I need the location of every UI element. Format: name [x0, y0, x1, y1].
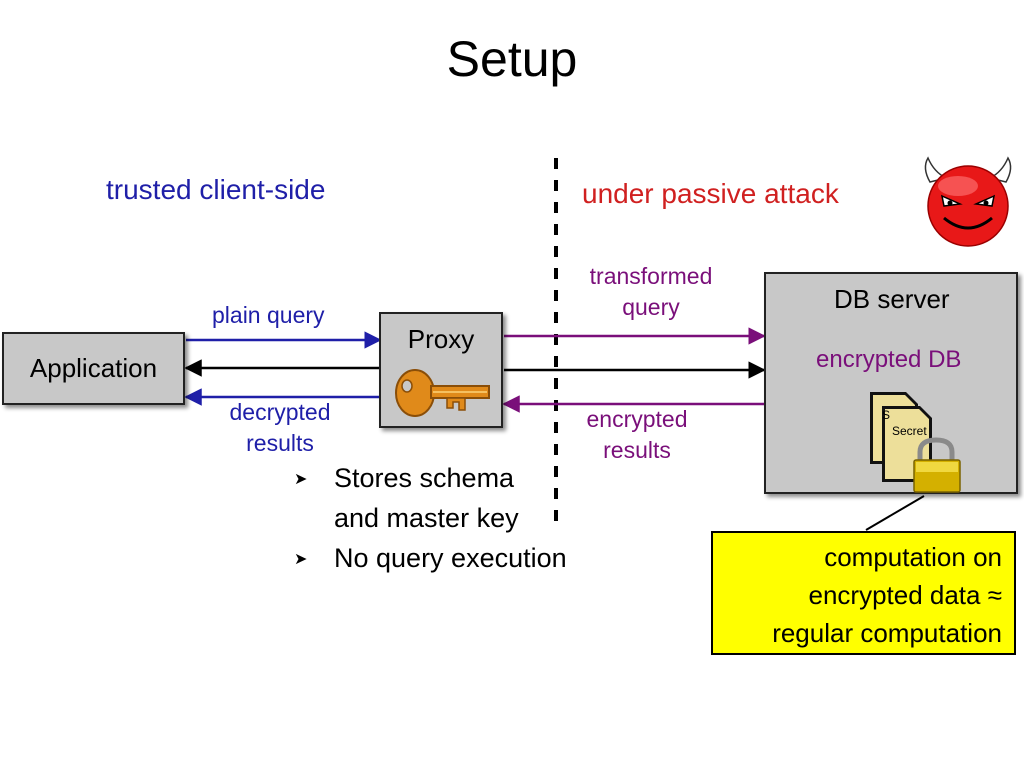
decrypted-results-line-2: results [246, 430, 314, 456]
callout-pointer-line [865, 495, 925, 531]
encrypted-results-line-2: results [603, 437, 671, 463]
callout-line-1: computation on [824, 542, 1002, 572]
devil-face-icon [924, 156, 1012, 247]
bullet-1-line-1: Stores schema [334, 463, 515, 493]
arrowhead-bullet-icon: ➤ [294, 551, 308, 568]
secret-back-label: S [882, 408, 891, 422]
bullet-2-line-1: No query execution [334, 543, 567, 573]
computation-callout: computation on encrypted data ≈ regular … [711, 531, 1016, 655]
transformed-query-line-2: query [622, 294, 680, 320]
decrypted-results-label: decrypted results [208, 397, 352, 459]
plain-query-label: plain query [212, 302, 325, 328]
proxy-bullet-list: ➤ Stores schema and master key ➤ No quer… [294, 458, 567, 580]
transformed-query-line-1: transformed [589, 263, 713, 289]
passive-attack-label: under passive attack [582, 178, 839, 209]
proxy-label: Proxy [407, 324, 475, 354]
callout-line-2: encrypted data ≈ [808, 580, 1002, 610]
bullet-item: ➤ No query execution [294, 538, 567, 580]
proxy-box: Proxy [379, 312, 503, 428]
slide-title: Setup [446, 31, 578, 87]
transformed-query-label: transformed query [568, 261, 734, 323]
secret-front-label: Secret [892, 424, 927, 438]
decrypted-results-line-1: decrypted [229, 399, 331, 425]
encrypted-db-label: encrypted DB [816, 346, 962, 373]
key-icon [395, 369, 490, 417]
application-box: Application [2, 332, 185, 405]
db-server-box: DB server encrypted DB S Secret [764, 272, 1018, 494]
padlock-icon [913, 437, 961, 493]
bullet-1-line-2: and master key [334, 503, 519, 533]
arrowhead-bullet-icon: ➤ [294, 471, 308, 488]
bullet-item: ➤ Stores schema and master key [294, 458, 567, 538]
encrypted-results-label: encrypted results [566, 404, 708, 466]
callout-line-3: regular computation [772, 618, 1002, 648]
db-server-label: DB server [834, 284, 950, 314]
encrypted-results-line-1: encrypted [586, 406, 688, 432]
trusted-client-label: trusted client-side [106, 174, 326, 205]
application-label: Application [29, 353, 158, 383]
encrypted-documents-icon [870, 392, 961, 493]
